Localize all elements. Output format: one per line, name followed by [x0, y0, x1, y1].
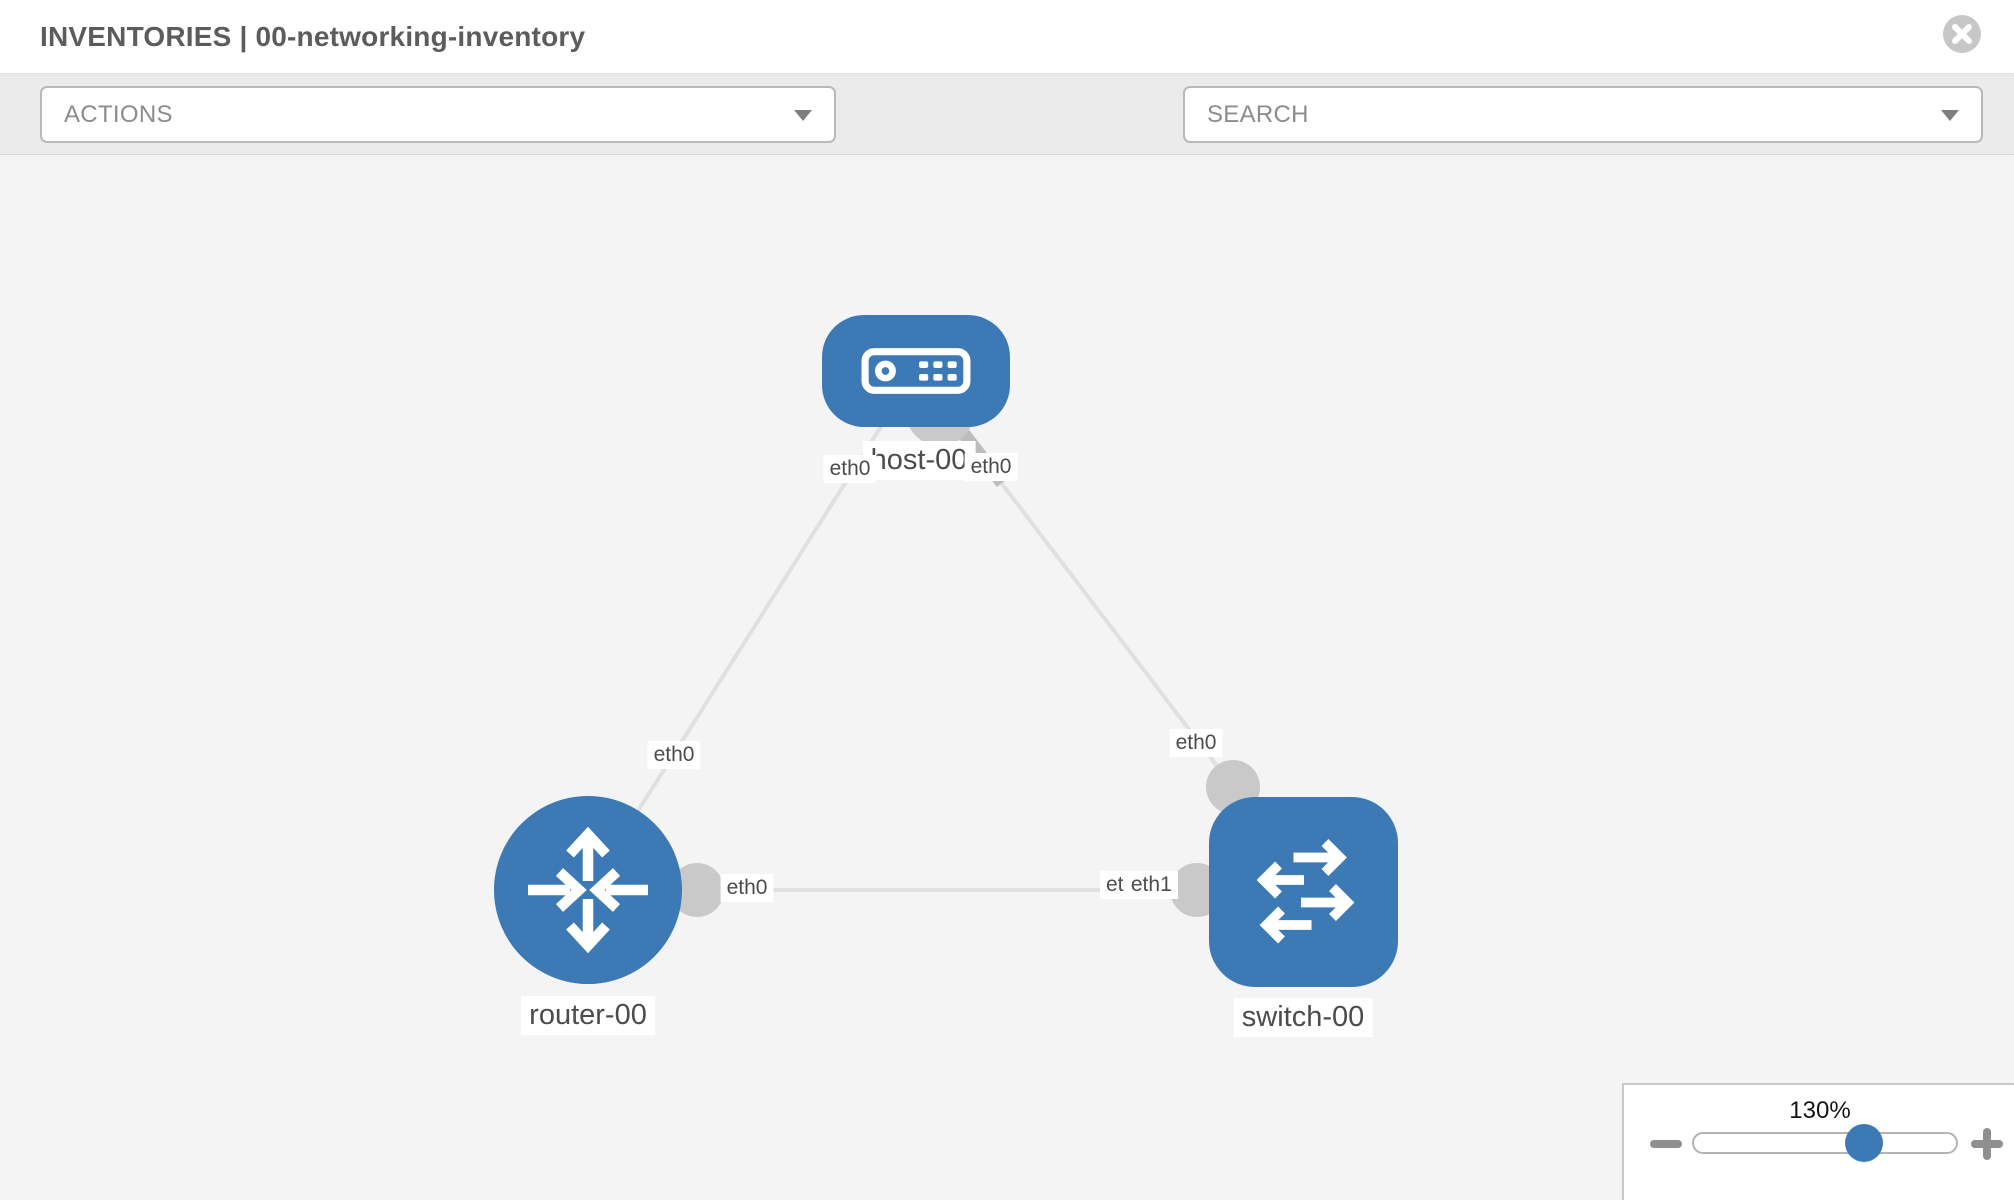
node-host-00[interactable] [822, 315, 1010, 427]
minus-icon [1650, 1140, 1682, 1148]
topology-canvas[interactable]: host-00 router-00 switch-00 eth0 eth0 et… [0, 155, 2014, 1200]
actions-dropdown[interactable]: ACTIONS [40, 86, 836, 143]
toolbar: ACTIONS SEARCH [0, 74, 2014, 204]
search-dropdown-label: SEARCH [1207, 100, 1309, 128]
interface-label-switch-left-front: eth1 [1124, 871, 1178, 899]
topology-links-layer [586, 369, 1260, 917]
search-dropdown[interactable]: SEARCH [1183, 86, 1983, 143]
zoom-out-button[interactable] [1649, 1127, 1683, 1161]
close-icon [1952, 24, 1972, 44]
host-icon [861, 348, 971, 394]
connector-circle [670, 863, 724, 917]
interface-label-switch-top: eth0 [1169, 729, 1223, 757]
chevron-down-icon [794, 109, 812, 121]
page-title: INVENTORIES | 00-networking-inventory [40, 21, 586, 52]
interface-label-pair-switch-left: eth0 eth1 [1100, 871, 1178, 899]
interface-label-host-left: eth0 [823, 455, 877, 483]
node-switch-00[interactable] [1209, 797, 1398, 987]
router-icon [528, 826, 648, 954]
node-label-router-00: router-00 [521, 996, 655, 1035]
zoom-in-button[interactable] [1970, 1127, 2004, 1161]
switch-icon [1256, 839, 1354, 944]
interface-label-router-right: eth0 [720, 874, 774, 902]
zoom-panel: 130% [1622, 1083, 2014, 1200]
zoom-percentage: 130% [1789, 1097, 1851, 1124]
interface-label-router-top: eth0 [647, 741, 701, 769]
node-router-00[interactable] [494, 796, 682, 984]
zoom-slider-thumb[interactable] [1845, 1124, 1883, 1162]
close-button[interactable] [1943, 15, 1981, 53]
zoom-slider-track[interactable] [1692, 1132, 1958, 1154]
chevron-down-icon [1941, 109, 1959, 121]
plus-icon [1971, 1128, 2003, 1160]
window-header: INVENTORIES | 00-networking-inventory [0, 0, 2014, 74]
node-label-host-00: host-00 [862, 441, 976, 480]
node-label-switch-00: switch-00 [1233, 998, 1373, 1037]
actions-dropdown-label: ACTIONS [64, 100, 173, 128]
interface-label-host-right: eth0 [964, 453, 1018, 481]
